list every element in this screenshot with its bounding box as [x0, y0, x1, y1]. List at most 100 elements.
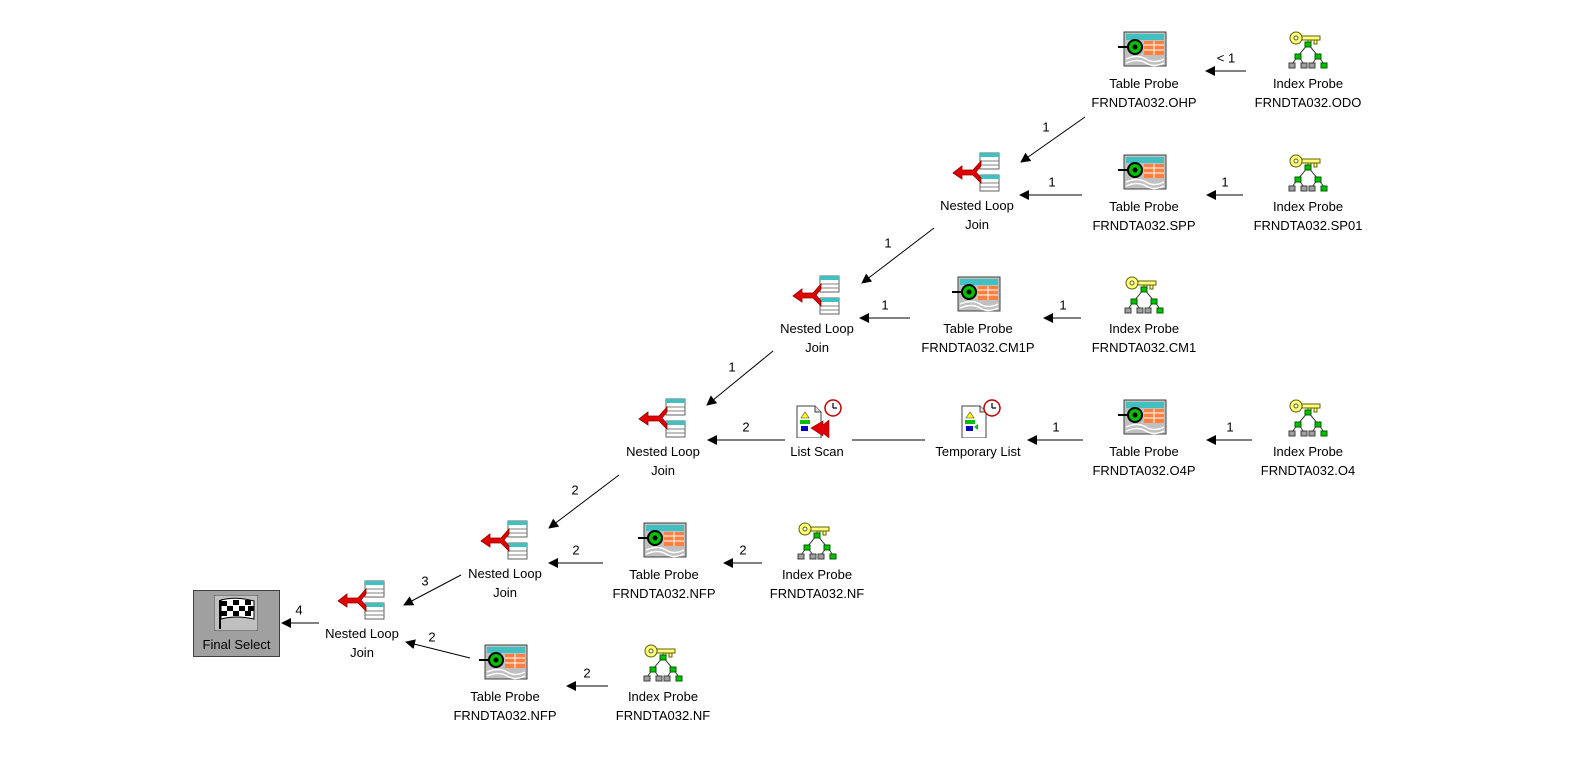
index-probe-icon[interactable]: [797, 522, 837, 560]
node-label-line2: FRNDTA032.NF: [769, 586, 865, 601]
edge-row-count-label: 1: [1048, 174, 1056, 190]
node-label-line2: FRNDTA032.O4: [1260, 463, 1356, 478]
edge-nlj2-to-nlj1: [403, 574, 462, 606]
edge-tp_ohp-to-nlj5: [1020, 116, 1086, 163]
node-label-line1: Index Probe: [781, 567, 853, 582]
listscan-node-label[interactable]: List Scan: [790, 442, 843, 461]
table-probe-icon[interactable]: [1118, 154, 1167, 190]
node-label-line2: Join: [651, 463, 675, 478]
table-probe-icon[interactable]: [1118, 31, 1167, 67]
final-select-label: Final Select: [202, 637, 271, 652]
edge-nlj5-to-nlj4: [861, 227, 935, 284]
node-label-line2: FRNDTA032.CM1: [1091, 340, 1197, 355]
node-label-line1: Table Probe: [470, 689, 540, 704]
templist-node-label[interactable]: Temporary List: [935, 442, 1020, 461]
edge-row-count-label: 2: [742, 419, 750, 435]
node-label-line2: FRNDTA032.NFP: [453, 708, 557, 723]
node-label-line2: Join: [965, 217, 989, 232]
node-label-line2: FRNDTA032.O4P: [1092, 463, 1196, 478]
node-label-line1: Index Probe: [1108, 321, 1180, 336]
list-scan-icon[interactable]: [796, 399, 842, 438]
node-label-line2: Join: [805, 340, 829, 355]
edge-row-count-label: 1: [1052, 419, 1060, 435]
checkered-flag-icon: [214, 595, 258, 631]
edge-row-count-label: 1: [1226, 419, 1234, 435]
node-label-line1: Index Probe: [1272, 199, 1344, 214]
node-label-line1: Nested Loop: [780, 321, 854, 336]
edge-row-count-label: 2: [572, 542, 580, 558]
node-label-line1: Nested Loop: [940, 198, 1014, 213]
node-label-line2: FRNDTA032.ODO: [1254, 95, 1362, 110]
edge-row-count-label: 1: [1042, 119, 1050, 135]
table-probe-icon[interactable]: [952, 276, 1001, 312]
edge-row-count-label: 1: [1059, 297, 1067, 313]
table-probe-icon[interactable]: [1118, 399, 1167, 435]
edge-row-count-label: 2: [571, 482, 579, 498]
node-label-line1: Nested Loop: [468, 566, 542, 581]
temporary-list-icon[interactable]: [961, 399, 1001, 438]
nested-loop-join-icon[interactable]: [952, 152, 1000, 192]
node-label-line2: FRNDTA032.NF: [615, 708, 711, 723]
node-label-line2: FRNDTA032.OHP: [1091, 95, 1197, 110]
edge-tp_nfp_b-to-nlj1: [405, 639, 471, 659]
node-label-line1: Table Probe: [1109, 199, 1179, 214]
edge-row-count-label: 2: [428, 629, 436, 645]
node-label-line2: FRNDTA032.SP01: [1253, 218, 1363, 233]
nested-loop-join-icon[interactable]: [337, 580, 385, 620]
index-probe-icon[interactable]: [1288, 31, 1328, 69]
node-label-line2: Join: [350, 645, 374, 660]
node-label-line2: FRNDTA032.NFP: [612, 586, 716, 601]
node-label-line1: Index Probe: [627, 689, 699, 704]
index-probe-icon[interactable]: [1288, 154, 1328, 192]
edge-row-count-label: 3: [421, 573, 429, 589]
edge-row-count-label: 1: [884, 235, 892, 251]
table-probe-icon[interactable]: [479, 644, 528, 680]
nested-loop-join-icon[interactable]: [638, 398, 686, 438]
node-label-line1: Temporary List: [935, 444, 1021, 459]
edge-row-count-label: 1: [881, 297, 889, 313]
nested-loop-join-icon[interactable]: [792, 275, 840, 315]
index-probe-icon[interactable]: [1124, 276, 1164, 314]
edge-row-count-label: 4: [295, 602, 303, 618]
edge-row-count-label: < 1: [1216, 50, 1236, 66]
node-label-line1: Index Probe: [1272, 444, 1344, 459]
edge-row-count-label: 1: [1221, 174, 1229, 190]
node-label-line1: List Scan: [790, 444, 844, 459]
edge-layer: [281, 66, 1252, 691]
edge-row-count-label: 2: [739, 542, 747, 558]
node-label-line1: Table Probe: [629, 567, 699, 582]
node-label-line2: FRNDTA032.SPP: [1092, 218, 1196, 233]
final-select-node[interactable]: Final Select: [193, 590, 280, 657]
index-probe-icon[interactable]: [1288, 399, 1328, 437]
node-label-line1: Nested Loop: [626, 444, 700, 459]
edge-row-count-label: 1: [728, 359, 736, 375]
table-probe-icon[interactable]: [638, 522, 687, 558]
node-label-line1: Nested Loop: [325, 626, 399, 641]
node-label-line1: Table Probe: [943, 321, 1013, 336]
edge-nlj3-to-nlj2: [548, 474, 620, 529]
node-label-line2: Join: [493, 585, 517, 600]
nested-loop-join-icon[interactable]: [480, 520, 528, 560]
node-label-line1: Table Probe: [1109, 444, 1179, 459]
node-label-line1: Table Probe: [1109, 76, 1179, 91]
index-probe-icon[interactable]: [643, 644, 683, 682]
node-label-line2: FRNDTA032.CM1P: [921, 340, 1035, 355]
